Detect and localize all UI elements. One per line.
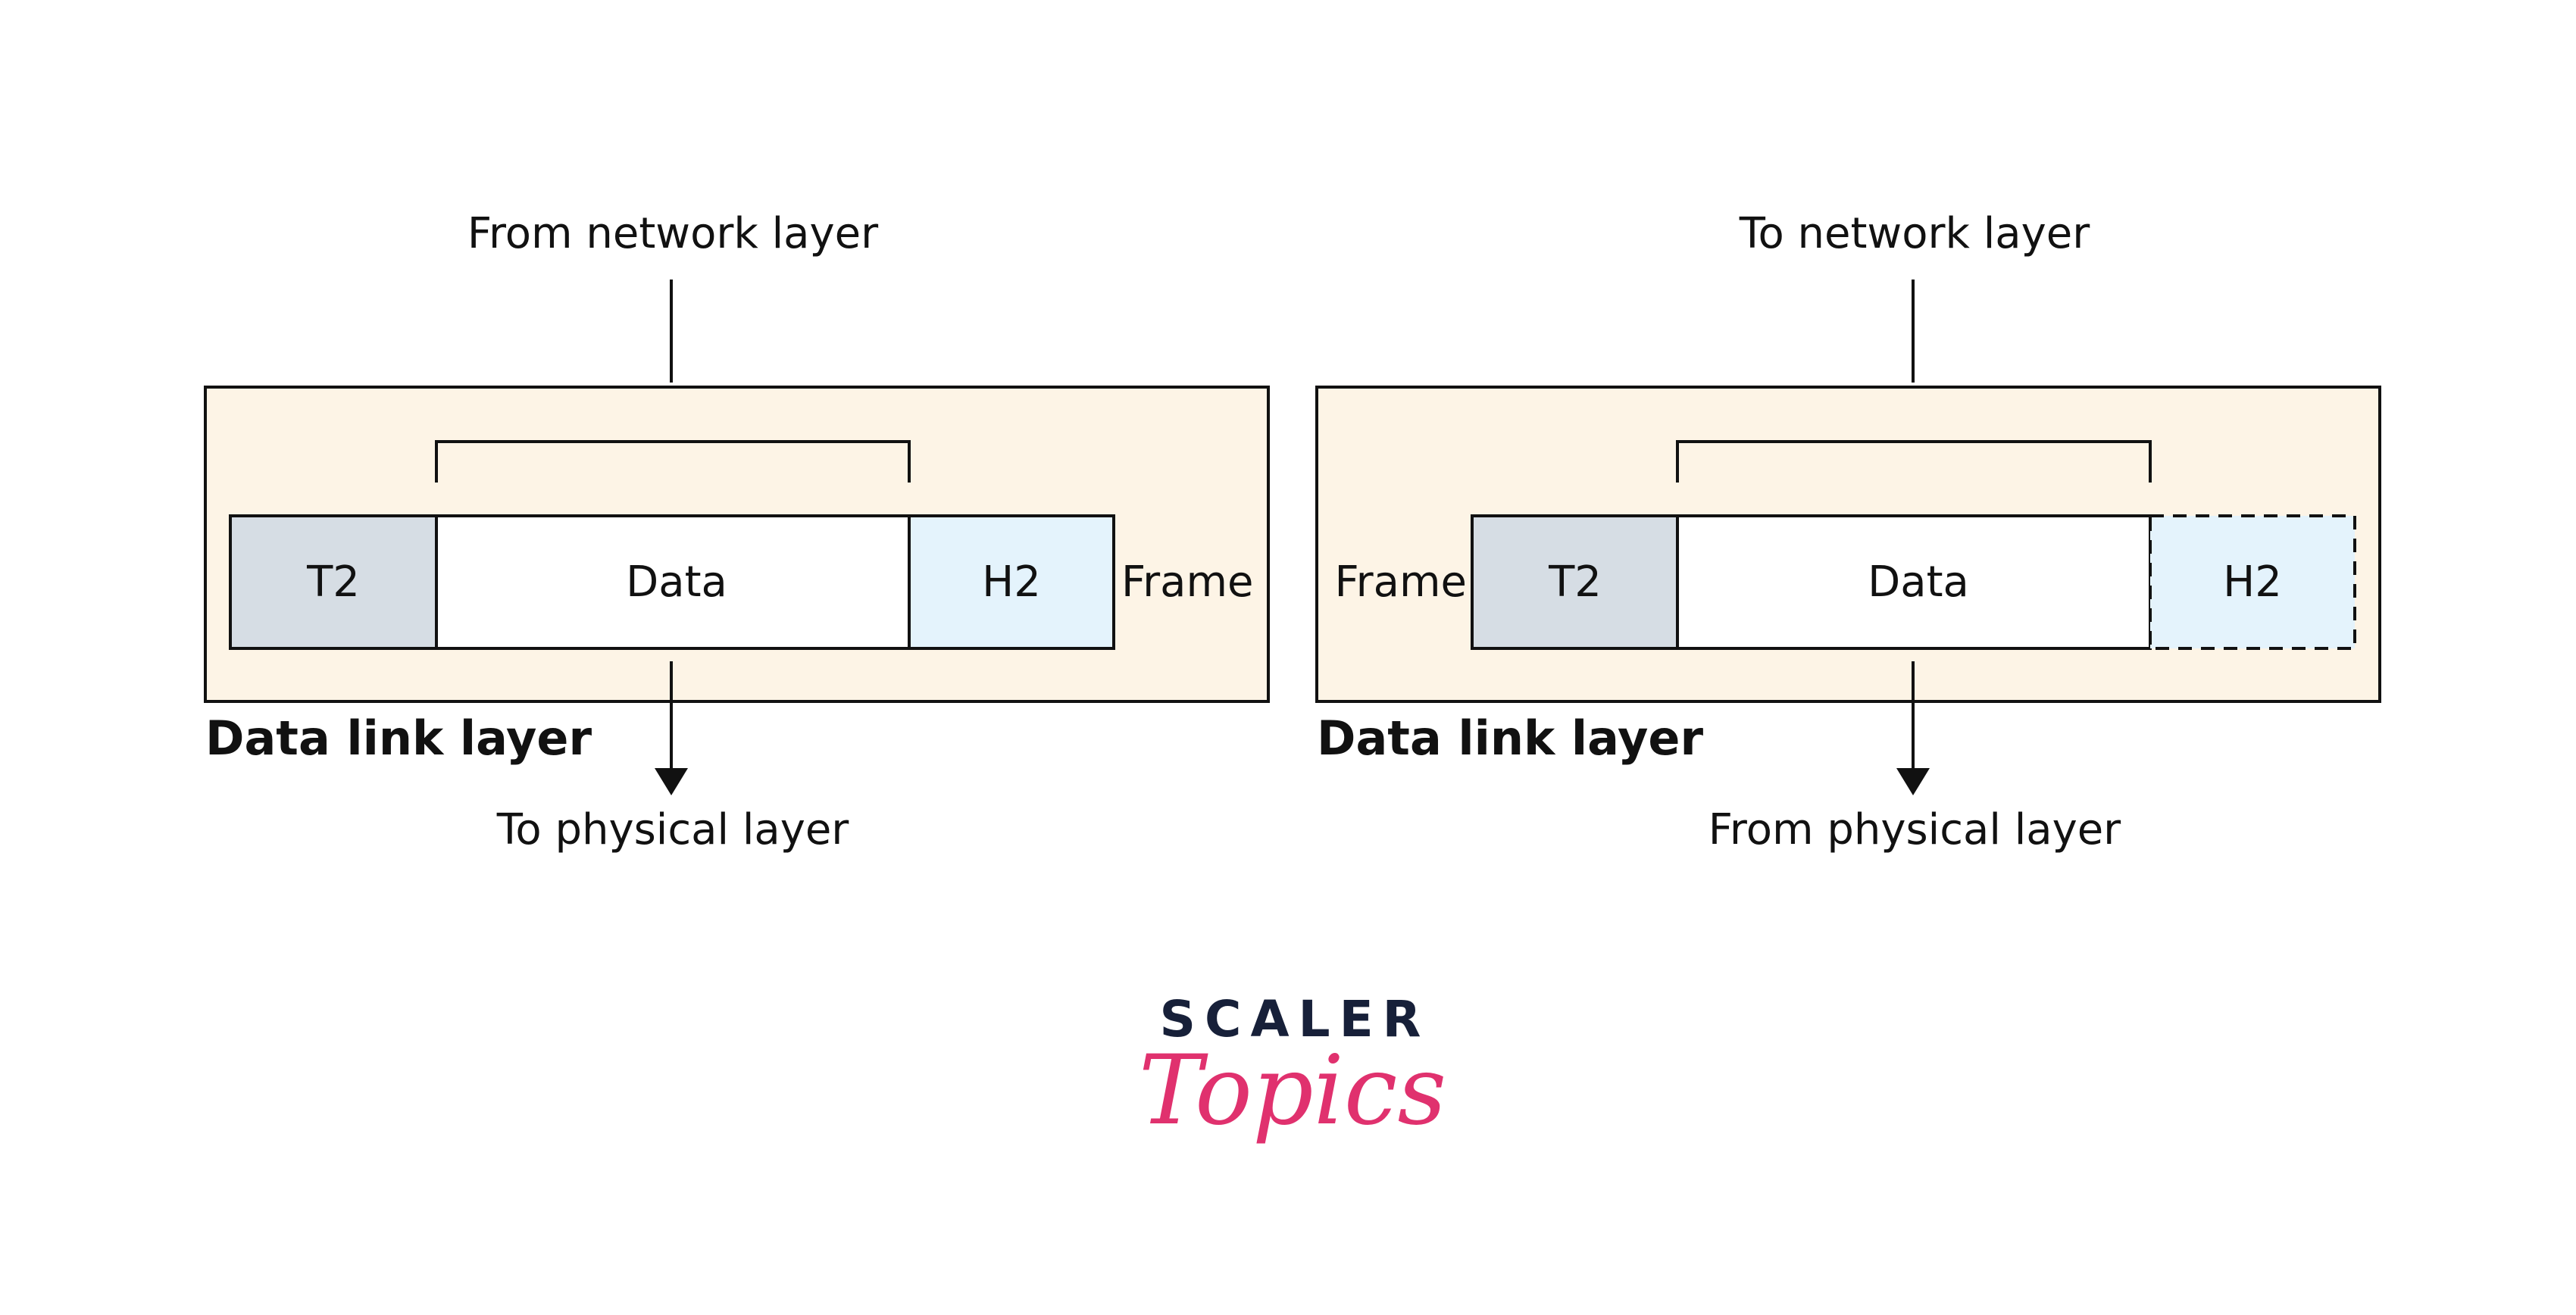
left-data-label: Data [626, 558, 727, 607]
left-data-cell [435, 514, 911, 650]
right-header-label: H2 [2223, 558, 2282, 607]
right-header-cell [2149, 514, 2356, 650]
left-panel: From network layer T2 Data H2 Frame Data… [204, 209, 1270, 854]
right-bottom-label: From physical layer [1708, 805, 2121, 854]
left-trailer-cell [229, 514, 438, 650]
right-frame-label: Frame [1335, 558, 1467, 607]
left-bottom-label: To physical layer [496, 805, 850, 854]
left-trailer-label: T2 [306, 558, 360, 607]
logo-scaler-text: SCALER [1159, 990, 1430, 1048]
scaler-topics-logo: SCALER Topics [1139, 990, 1446, 1146]
right-data-bracket [1676, 440, 2152, 483]
left-data-bracket [435, 440, 911, 483]
right-top-label: To network layer [1739, 209, 2090, 258]
right-trailer-cell [1471, 514, 1679, 650]
right-layer-title: Data link layer [1317, 711, 1703, 766]
left-top-label: From network layer [467, 209, 879, 258]
left-frame-label: Frame [1121, 558, 1253, 607]
logo-topics-text: Topics [1139, 1035, 1446, 1146]
right-data-label: Data [1868, 558, 1969, 607]
left-layer-title: Data link layer [205, 711, 592, 766]
left-arrowhead-out [655, 768, 688, 795]
left-header-label: H2 [982, 558, 1041, 607]
right-panel: To network layer Frame T2 Data H2 Data l… [1315, 209, 2381, 854]
right-arrowhead-out [1896, 768, 1930, 795]
right-trailer-label: T2 [1548, 558, 1602, 607]
left-header-cell [908, 514, 1115, 650]
